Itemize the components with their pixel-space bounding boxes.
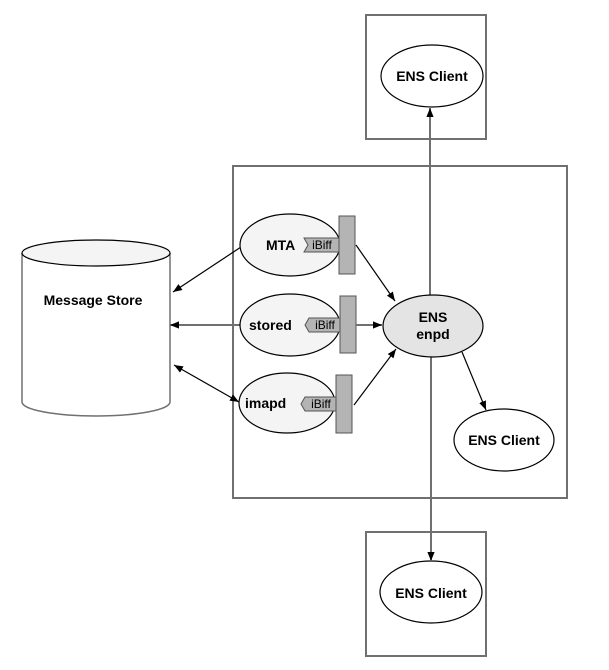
plugin-tab-mta: [303, 237, 340, 253]
process-mta[interactable]: MTA iBiff: [239, 213, 356, 277]
plugin-bar-imapd: [335, 374, 353, 434]
message-store-label: Message Store: [44, 292, 143, 308]
plugin-bar-mta: [338, 215, 356, 275]
ens-enpd-node[interactable]: ENS enpd: [382, 294, 484, 358]
plugin-label-imapd: iBiff: [311, 397, 331, 411]
top-ens-client-node[interactable]: [380, 44, 484, 108]
ens-enpd-line2: enpd: [416, 326, 449, 342]
plugin-label-stored: iBiff: [315, 318, 335, 332]
ens-enpd-line1: ENS: [419, 309, 448, 325]
edge-imapd-store-bidirectional: [173, 364, 240, 403]
process-mta-label: MTA: [266, 237, 295, 253]
process-stored[interactable]: stored iBiff: [239, 293, 357, 357]
message-store-cylinder[interactable]: Message Store: [21, 239, 171, 417]
inner-ens-client-label: ENS Client: [468, 432, 540, 448]
server-host-box: [232, 165, 568, 499]
plugin-tab-imapd: [300, 396, 337, 412]
process-imapd[interactable]: imapd iBiff: [238, 372, 353, 434]
top-ens-client-label: ENS Client: [396, 68, 468, 84]
process-stored-label: stored: [249, 317, 292, 333]
plugin-label-mta: iBiff: [312, 238, 332, 252]
bottom-ens-client-label: ENS Client: [395, 585, 467, 601]
edge-mta-to-enpd: [355, 244, 396, 302]
edge-mta-to-store: [172, 246, 242, 293]
plugin-bar-stored: [339, 295, 357, 354]
top-client-box: ENS Client: [365, 14, 487, 140]
bottom-client-box: ENS Client: [365, 531, 487, 657]
process-imapd-label: imapd: [245, 395, 286, 411]
edge-imapd-to-enpd: [353, 348, 397, 406]
plugin-tab-stored: [304, 317, 341, 333]
inner-ens-client-node[interactable]: ENS Client: [453, 408, 555, 472]
edge-enpd-to-inner-client: [461, 351, 487, 411]
